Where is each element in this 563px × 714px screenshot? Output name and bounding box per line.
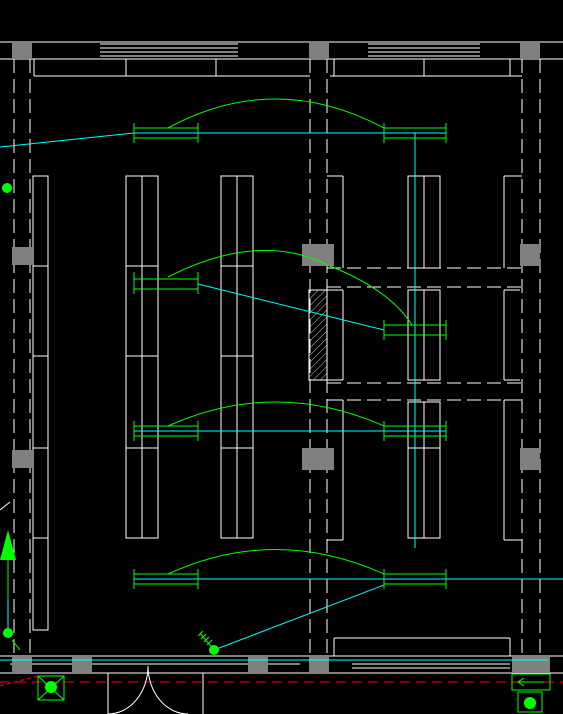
exit-arrow-icon bbox=[511, 673, 551, 713]
light-fixture-r1-right bbox=[383, 123, 447, 143]
light-fixture-r3-right bbox=[383, 421, 447, 441]
switch-icon bbox=[197, 630, 215, 651]
hatched-column bbox=[308, 289, 328, 381]
emergency-box-left bbox=[37, 675, 65, 701]
wiring-arc-icon bbox=[167, 98, 413, 575]
vertical-walls bbox=[13, 59, 541, 656]
corridor-walls bbox=[327, 267, 522, 401]
top-wall bbox=[0, 41, 563, 77]
light-fixture-icon bbox=[133, 123, 447, 589]
light-fixture-r4-left bbox=[133, 569, 199, 589]
light-fixture-r2-left bbox=[133, 272, 199, 294]
light-fixture-r1-left bbox=[133, 123, 199, 143]
door-swing-icon bbox=[107, 665, 189, 714]
light-fixture-r4-right bbox=[383, 569, 447, 589]
up-arrow-icon bbox=[0, 501, 21, 651]
light-fixture-r3-left bbox=[133, 421, 199, 441]
light-fixture-r2-right bbox=[383, 320, 447, 340]
circuit-wiring bbox=[0, 132, 563, 661]
